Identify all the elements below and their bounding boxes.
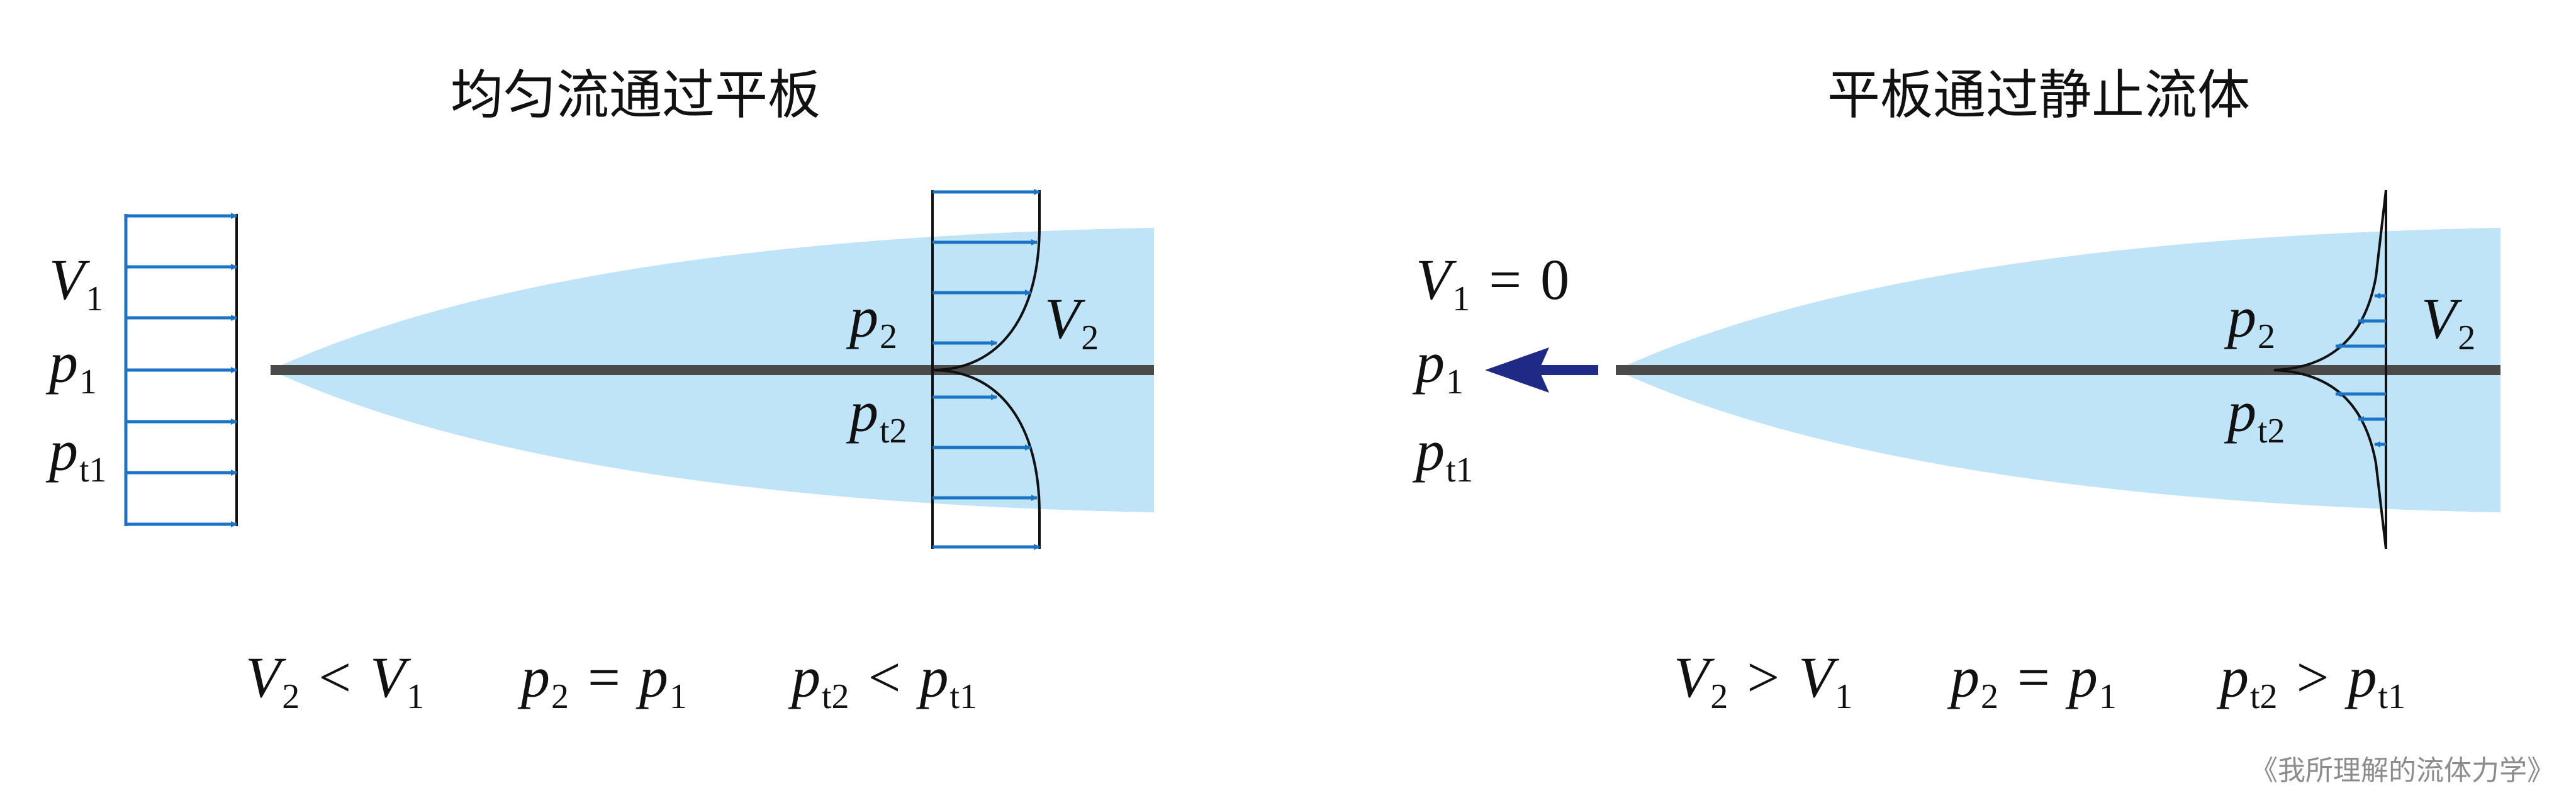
- downstream-velocity-profile: [931, 189, 1041, 550]
- downstream-profile-curve-upper: [932, 190, 1041, 371]
- label-p2-right: p2: [2227, 285, 2275, 356]
- downstream-profile-curve-lower: [932, 369, 1041, 549]
- relation-velocity-right: V2>V1: [1674, 645, 1853, 716]
- relation-pressure-left: p2=p1: [521, 645, 687, 716]
- inlet-velocity-profile: [124, 213, 238, 527]
- wake-profile-curve-upper: [2273, 189, 2387, 371]
- flat-plate-right: [1616, 365, 2500, 375]
- relation-pressure-right: p2=p1: [1951, 645, 2117, 716]
- label-p2-left: p2: [849, 285, 897, 356]
- label-pt1-left: pt1: [49, 419, 107, 490]
- wake-velocity-profile: [2273, 189, 2387, 549]
- label-pt1-right: pt1: [1416, 419, 1474, 490]
- label-v2-left: V2: [1044, 286, 1099, 357]
- flat-plate-left: [271, 365, 1154, 375]
- right-panel-title: 平板通过静止流体: [1827, 64, 2250, 126]
- left-panel-title: 均匀流通过平板: [450, 64, 820, 126]
- label-v1-right: V1=0: [1416, 247, 1570, 318]
- label-p1-left: p1: [49, 330, 97, 402]
- label-v1-left: V1: [49, 247, 104, 318]
- label-pt2-right: pt2: [2227, 380, 2285, 451]
- wake-profile-curve-lower: [2273, 369, 2387, 549]
- plate-motion-arrow: [1485, 347, 1598, 393]
- relation-total-pressure-left: pt2<pt1: [792, 645, 978, 716]
- book-watermark: 《我所理解的流体力学》: [2250, 755, 2555, 787]
- label-p1-right: p1: [1416, 330, 1464, 402]
- relation-total-pressure-right: pt2>pt1: [2220, 645, 2406, 716]
- label-v2-right: V2: [2421, 286, 2476, 357]
- relation-velocity-left: V2<V1: [245, 645, 425, 716]
- label-pt2-left: pt2: [849, 380, 907, 451]
